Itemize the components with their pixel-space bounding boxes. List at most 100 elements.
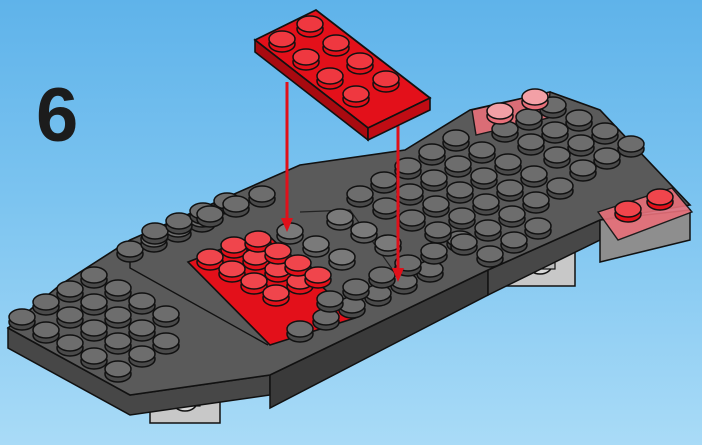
stud <box>444 155 472 178</box>
stud <box>474 219 502 242</box>
stud <box>500 231 528 254</box>
stud <box>104 306 132 329</box>
assembly-arrows <box>281 82 404 282</box>
stud <box>152 332 180 355</box>
stud <box>80 319 108 342</box>
stud <box>222 195 250 218</box>
stud <box>326 208 354 231</box>
stud <box>422 195 450 218</box>
stud <box>448 207 476 230</box>
stud <box>522 191 550 214</box>
stud <box>517 133 545 156</box>
stud <box>240 272 268 295</box>
stud <box>262 284 290 307</box>
stud <box>546 177 574 200</box>
stud <box>418 143 446 166</box>
stud <box>470 167 498 190</box>
stud <box>591 122 619 145</box>
stud <box>264 260 292 283</box>
stud <box>543 146 571 169</box>
stud <box>342 278 370 301</box>
stud <box>152 305 180 328</box>
stud <box>338 296 366 319</box>
stud <box>398 209 426 232</box>
trans-red-stud <box>646 188 674 211</box>
stud <box>104 279 132 302</box>
red-plate-stud <box>372 70 400 93</box>
stud <box>541 121 569 144</box>
stud <box>370 171 398 194</box>
step-number: 6 <box>36 73 79 158</box>
stud <box>56 280 84 303</box>
stud <box>450 233 478 256</box>
stud <box>515 108 543 131</box>
red-plate-stud <box>346 52 374 75</box>
stud <box>368 266 396 289</box>
red-plate-stud <box>292 48 320 71</box>
stud <box>56 306 84 329</box>
stud <box>248 185 276 208</box>
stud <box>496 179 524 202</box>
stud <box>364 284 392 307</box>
stud <box>593 147 621 170</box>
red-plate-stud <box>322 34 350 57</box>
stud <box>80 293 108 316</box>
stud <box>116 240 144 263</box>
stud <box>284 254 312 277</box>
stud <box>128 345 156 368</box>
stud <box>565 109 593 132</box>
stud <box>472 193 500 216</box>
stud <box>32 321 60 344</box>
stud <box>104 332 132 355</box>
stud <box>80 347 108 370</box>
stud <box>244 230 272 253</box>
stud <box>328 248 356 271</box>
stud <box>56 334 84 357</box>
stud <box>567 134 595 157</box>
red-plate-stud <box>342 85 370 108</box>
stud <box>524 217 552 240</box>
stud <box>617 135 645 158</box>
stud <box>128 319 156 342</box>
stud <box>520 165 548 188</box>
assembly-arrow-icon <box>281 82 293 232</box>
stud <box>346 185 374 208</box>
red-plate-2x4 <box>253 8 432 142</box>
red-plate-side-face <box>367 96 431 142</box>
stud <box>420 242 448 265</box>
stud <box>196 205 224 228</box>
stud <box>80 266 108 289</box>
stud <box>128 292 156 315</box>
stud <box>141 222 169 245</box>
stud <box>374 234 402 257</box>
stud <box>569 159 597 182</box>
stud <box>420 169 448 192</box>
stud <box>476 245 504 268</box>
stud <box>446 181 474 204</box>
stud <box>396 183 424 206</box>
stud <box>416 260 444 283</box>
red-plate-stud <box>316 67 344 90</box>
stud <box>276 222 304 245</box>
stud <box>424 221 452 244</box>
stud <box>218 260 246 283</box>
trans-red-stud <box>486 102 514 125</box>
trans-red-stud <box>614 200 642 223</box>
stud <box>498 205 526 228</box>
assembly-arrow-icon <box>392 118 404 282</box>
stud <box>350 221 378 244</box>
stud <box>220 236 248 259</box>
stud <box>316 290 344 313</box>
stud <box>302 235 330 258</box>
stud <box>32 293 60 316</box>
stud <box>442 129 470 152</box>
stud <box>104 360 132 383</box>
stud <box>8 308 36 331</box>
stud <box>165 212 193 235</box>
stud <box>196 248 224 271</box>
stud <box>312 308 340 331</box>
red-plate-stud <box>268 30 296 53</box>
trans-red-stud <box>521 88 549 111</box>
stud <box>394 157 422 180</box>
